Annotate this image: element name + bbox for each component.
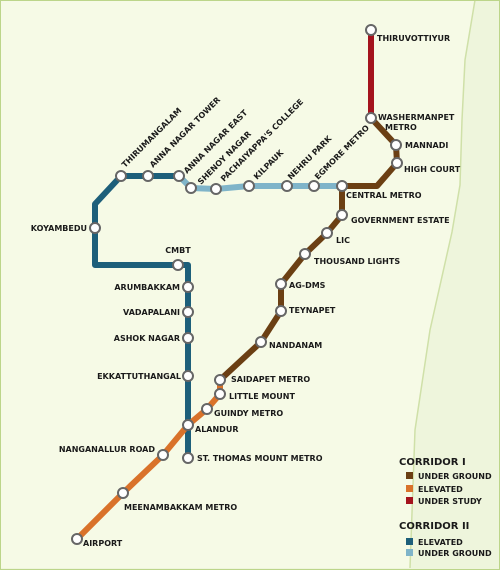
corridor-2-elevated-line	[92, 173, 191, 461]
label-meenambakkam-metro: MEENAMBAKKAM METRO	[124, 503, 237, 512]
label-mannadi: MANNADI	[405, 141, 448, 150]
station-ag-dms[interactable]	[275, 278, 287, 290]
stations	[71, 24, 403, 545]
label-guindy-metro: GUINDY METRO	[214, 409, 283, 418]
label-washermanpet-metro: METRO	[385, 123, 417, 132]
station-high-court[interactable]	[391, 157, 403, 169]
station-little-mount[interactable]	[214, 388, 226, 400]
station-pachaiyappas-college[interactable]	[210, 183, 222, 195]
station-thousand-lights[interactable]	[299, 248, 311, 260]
label-nanganallur-road: NANGANALLUR ROAD	[59, 445, 156, 454]
station-koyambedu[interactable]	[89, 222, 101, 234]
legend: CORRIDOR I UNDER GROUND ELEVATED UNDER S…	[399, 457, 492, 558]
station-egmore-metro[interactable]	[308, 180, 320, 192]
station-saidapet-metro[interactable]	[214, 374, 226, 386]
station-meenambakkam-metro[interactable]	[117, 487, 129, 499]
label-cmbt: CMBT	[165, 246, 191, 255]
legend-c2-underground-swatch	[406, 549, 413, 556]
legend-c1-underground-label: UNDER GROUND	[418, 472, 492, 481]
station-shenoy-nagar[interactable]	[185, 182, 197, 194]
label-little-mount: LITTLE MOUNT	[229, 392, 295, 401]
station-cmbt[interactable]	[172, 259, 184, 271]
station-ekkattuthangal[interactable]	[182, 370, 194, 382]
label-st-thomas-mount-metro: ST. THOMAS MOUNT METRO	[197, 454, 323, 463]
label-ag-dms: AG-DMS	[289, 281, 326, 290]
legend-c1-underground-swatch	[406, 472, 413, 479]
station-anna-nagar-tower[interactable]	[142, 170, 154, 182]
legend-c1-under-study-swatch	[406, 497, 413, 504]
station-nehru-park[interactable]	[281, 180, 293, 192]
label-arumbakkam: ARUMBAKKAM	[114, 283, 180, 292]
legend-c1-elevated-label: ELEVATED	[418, 485, 463, 494]
label-ashok-nagar: ASHOK NAGAR	[114, 334, 180, 343]
label-thousand-lights: THOUSAND LIGHTS	[314, 257, 400, 266]
label-washermanpet: WASHERMANPET	[378, 113, 455, 122]
station-nandanam[interactable]	[255, 336, 267, 348]
label-nandanam: NANDANAM	[269, 341, 322, 350]
label-ekkattuthangal: EKKATTUTHANGAL	[97, 372, 181, 381]
label-koyambedu: KOYAMBEDU	[31, 224, 87, 233]
label-vadapalani: VADAPALANI	[123, 308, 180, 317]
label-airport: AIRPORT	[83, 539, 123, 548]
station-nanganallur-road[interactable]	[157, 449, 169, 461]
station-anna-nagar-east[interactable]	[173, 170, 185, 182]
station-ashok-nagar[interactable]	[182, 332, 194, 344]
station-arumbakkam[interactable]	[182, 281, 194, 293]
station-guindy-metro[interactable]	[201, 403, 213, 415]
legend-c1-under-study-label: UNDER STUDY	[418, 497, 482, 506]
station-st-thomas-mount-metro[interactable]	[182, 452, 194, 464]
label-lic: LIC	[336, 236, 350, 245]
label-high-court: HIGH COURT	[404, 165, 461, 174]
station-lic[interactable]	[321, 227, 333, 239]
label-central-metro: CENTRAL METRO	[346, 191, 422, 200]
legend-corridor-2-title: CORRIDOR II	[399, 521, 469, 532]
station-government-estate[interactable]	[336, 209, 348, 221]
label-government-estate: GOVERNMENT ESTATE	[351, 216, 450, 225]
label-saidapet-metro: SAIDAPET METRO	[231, 375, 310, 384]
coastline	[409, 0, 476, 569]
label-alandur: ALANDUR	[195, 425, 238, 434]
station-washermanpet-metro[interactable]	[365, 112, 377, 124]
station-mannadi[interactable]	[390, 139, 402, 151]
station-thirumangalam[interactable]	[115, 170, 127, 182]
station-airport[interactable]	[71, 533, 83, 545]
legend-corridor-1-title: CORRIDOR I	[399, 457, 466, 468]
label-thiruvottiyur: THIRUVOTTIYUR	[377, 34, 450, 43]
station-alandur[interactable]	[182, 419, 194, 431]
legend-c2-elevated-swatch	[406, 538, 413, 545]
station-teynapet[interactable]	[275, 305, 287, 317]
label-teynapet: TEYNAPET	[289, 306, 336, 315]
station-thiruvottiyur[interactable]	[365, 24, 377, 36]
station-vadapalani[interactable]	[182, 306, 194, 318]
legend-c1-elevated-swatch	[406, 485, 413, 492]
station-kilpauk[interactable]	[243, 180, 255, 192]
station-central-metro[interactable]	[336, 180, 348, 192]
legend-c2-elevated-label: ELEVATED	[418, 538, 463, 547]
legend-c2-underground-label: UNDER GROUND	[418, 549, 492, 558]
land-area	[0, 0, 475, 568]
